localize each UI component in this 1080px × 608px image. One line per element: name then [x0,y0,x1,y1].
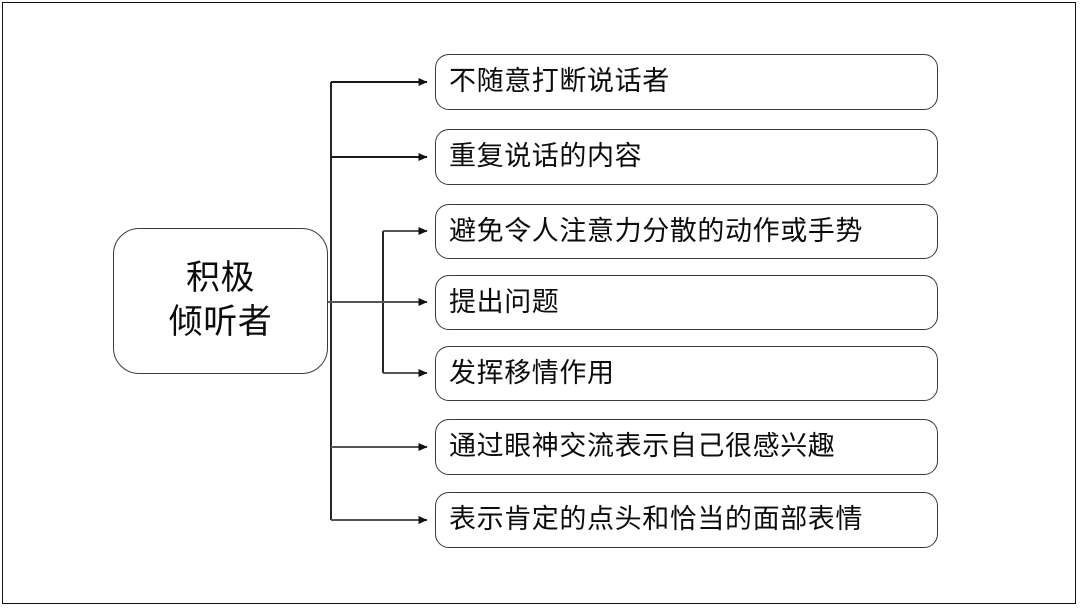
branch-node-3[interactable]: 避免令人注意力分散的动作或手势 [435,204,938,259]
branch-node-2-label: 重复说话的内容 [449,141,643,172]
branch-node-6[interactable]: 通过眼神交流表示自己很感兴趣 [435,419,938,475]
branch-node-4[interactable]: 提出问题 [435,275,938,330]
root-node-label: 积极 倾听者 [168,259,273,341]
branch-node-6-label: 通过眼神交流表示自己很感兴趣 [449,431,836,462]
branch-node-2[interactable]: 重复说话的内容 [435,129,938,185]
branch-node-3-label: 避免令人注意力分散的动作或手势 [449,215,863,246]
branch-node-1[interactable]: 不随意打断说话者 [435,54,938,110]
branch-node-5[interactable]: 发挥移情作用 [435,346,938,401]
branch-node-4-label: 提出问题 [449,286,560,317]
branch-node-1-label: 不随意打断说话者 [449,66,670,97]
branch-node-5-label: 发挥移情作用 [449,357,615,388]
branch-node-7[interactable]: 表示肯定的点头和恰当的面部表情 [435,492,938,548]
branch-node-7-label: 表示肯定的点头和恰当的面部表情 [449,504,863,535]
root-node[interactable]: 积极 倾听者 [113,228,328,374]
